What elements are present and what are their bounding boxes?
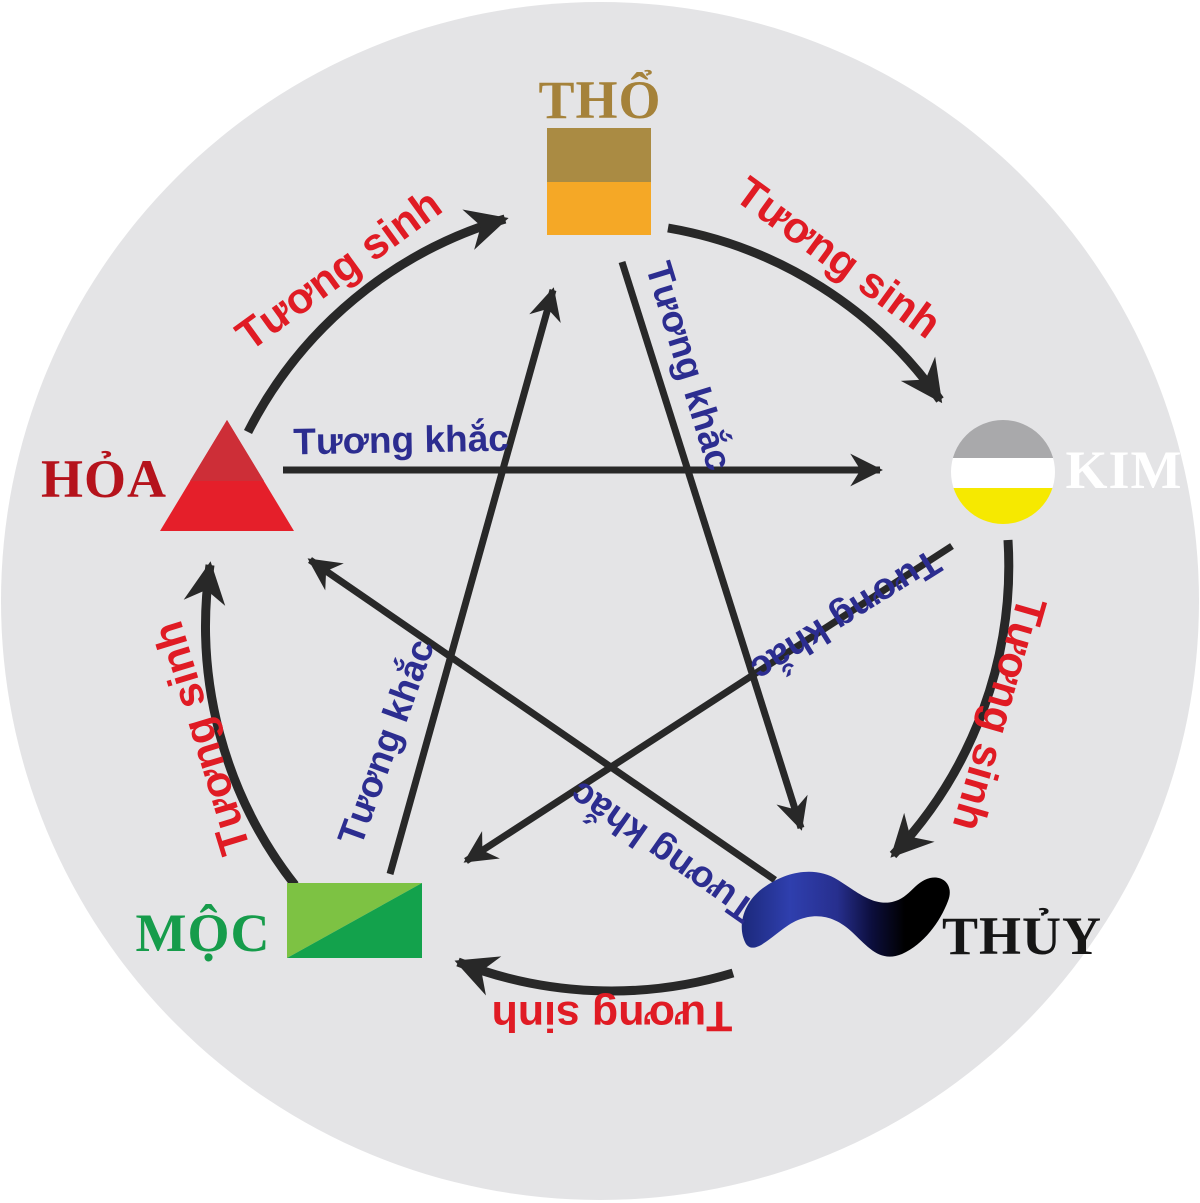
khac-label-hoa-kim: Tương khắc [293, 417, 509, 463]
khac-line-thuy-to-hoa [307, 557, 777, 883]
khac-line-tho-to-thuy [618, 260, 808, 831]
sinh-arc-kim-to-thuy [889, 539, 1014, 859]
tho-square-icon [547, 128, 651, 235]
khac-line-moc-to-tho [386, 287, 561, 875]
sinh-label-thuy-moc: Tương sinh [492, 992, 733, 1040]
sinh-arc-thuy-to-moc [454, 956, 735, 996]
sinh-arc-moc-to-hoa [183, 561, 299, 888]
moc-label: MỘC [136, 903, 271, 963]
hoa-label: HỎA [41, 449, 167, 509]
thuy-wave-icon [741, 871, 950, 957]
hoa-triangle-icon [160, 420, 294, 531]
khac-line-kim-to-moc [463, 543, 954, 864]
moc-rectangle-icon [287, 883, 422, 958]
sinh-arc-tho-to-kim [667, 223, 944, 404]
tho-label: THỔ [538, 69, 661, 130]
thuy-label: THỦY [942, 906, 1102, 966]
kim-label: KIM [1066, 440, 1183, 500]
sinh-arc-hoa-to-tho [243, 209, 509, 435]
